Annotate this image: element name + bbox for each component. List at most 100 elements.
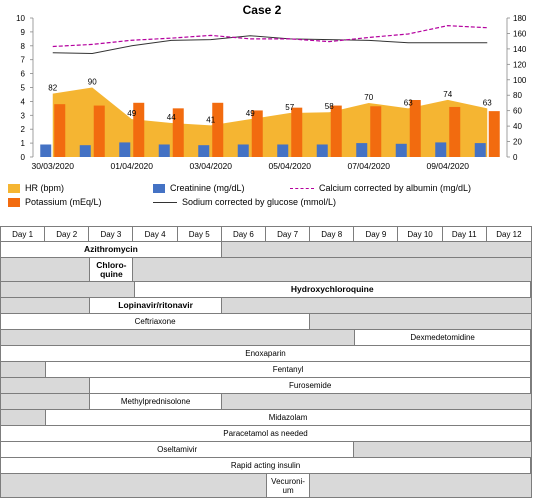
drug-row: Methylprednisolone xyxy=(0,394,532,410)
right-tick-label: 120 xyxy=(513,60,527,69)
legend-swatch xyxy=(153,201,177,203)
creatinine-bar xyxy=(356,143,368,157)
day-header-cell: Day 12 xyxy=(496,229,522,239)
potassium-bar xyxy=(409,100,421,157)
drug-label: Rapid acting insulin xyxy=(230,461,301,470)
right-tick-label: 140 xyxy=(513,45,527,54)
drug-row: Rapid acting insulin xyxy=(0,458,532,474)
potassium-bar xyxy=(212,102,224,157)
day-header-cell: Day 2 xyxy=(45,227,90,241)
left-tick-label: 10 xyxy=(16,14,25,23)
drug-label: Oseltamivir xyxy=(157,445,198,454)
drug-duration-bar: Methylprednisolone xyxy=(89,394,222,409)
sodium-line xyxy=(52,35,488,55)
drug-label: Chloro- quine xyxy=(96,259,127,279)
left-tick-label: 1 xyxy=(21,139,26,148)
left-tick-label: 8 xyxy=(21,42,26,51)
hr-data-label: 57 xyxy=(285,103,294,112)
creatinine-bar xyxy=(158,144,170,157)
creatinine-bar xyxy=(119,142,131,157)
drug-duration-bar: Midazolam xyxy=(45,410,531,425)
hr-data-label: 49 xyxy=(246,109,255,118)
hr-area xyxy=(52,87,488,157)
legend-item: Potassium (mEq/L) xyxy=(8,197,102,207)
hr-data-label: 63 xyxy=(483,98,492,107)
hr-data-label: 74 xyxy=(443,90,452,99)
drug-label: Midazolam xyxy=(268,413,308,422)
drug-duration-bar: Vecuroni- um xyxy=(266,474,311,497)
drug-row: Paracetamol as needed xyxy=(0,426,532,442)
hr-data-label: 90 xyxy=(88,78,97,87)
right-tick-label: 40 xyxy=(513,122,522,131)
x-tick-label: 03/04/2020 xyxy=(189,161,232,171)
legend-item: HR (bpm) xyxy=(8,183,64,193)
creatinine-bar xyxy=(395,143,407,157)
drug-row: Midazolam xyxy=(0,410,532,426)
x-tick-label: 09/04/2020 xyxy=(426,161,469,171)
calcium-line xyxy=(52,25,488,48)
potassium-bar xyxy=(172,108,184,157)
creatinine-bar xyxy=(277,144,289,157)
legend-label: Potassium (mEq/L) xyxy=(25,197,102,207)
drug-row: Hydroxychloroquine xyxy=(0,282,532,298)
drug-duration-bar: Fentanyl xyxy=(45,362,531,377)
day-header-cell: Day 9 xyxy=(354,227,399,241)
potassium-bar xyxy=(133,102,145,157)
hr-data-label: 41 xyxy=(206,115,215,124)
hr-data-label: 58 xyxy=(325,102,334,111)
chart-title: Case 2 xyxy=(243,3,282,17)
legend-label: Creatinine (mg/dL) xyxy=(170,183,245,193)
potassium-bar xyxy=(93,105,105,157)
creatinine-bar xyxy=(79,145,91,157)
hr-data-label: 44 xyxy=(167,113,176,122)
left-tick-label: 9 xyxy=(21,28,26,37)
day-header-cell: Day 3 xyxy=(89,227,134,241)
day-header-cell: Day 10 xyxy=(399,227,443,241)
left-tick-label: 4 xyxy=(21,97,26,106)
drug-label: Methylprednisolone xyxy=(120,397,191,406)
combo-chart: Case 2 012345678910020406080100120140160… xyxy=(16,3,527,171)
day-header-cell: Day 1 xyxy=(1,227,46,241)
hr-data-label: 63 xyxy=(404,98,413,107)
day-header-cell: Day 4 xyxy=(134,227,178,241)
left-tick-label: 7 xyxy=(21,56,26,65)
day-header-cell: Day 11 xyxy=(443,227,487,241)
drug-duration-bar: Rapid acting insulin xyxy=(1,458,531,473)
drug-label: Lopinavir/ritonavir xyxy=(118,300,193,310)
drug-row: Vecuroni- um xyxy=(0,474,532,498)
legend-swatch xyxy=(153,183,165,193)
drug-row: Dexmedetomidine xyxy=(0,330,532,346)
chart-legend: HR (bpm) Creatinine (mg/dL) Calcium correc… xyxy=(0,181,537,211)
right-tick-label: 160 xyxy=(513,29,527,38)
drug-label: Enoxaparin xyxy=(245,349,286,358)
potassium-bar xyxy=(449,106,461,157)
x-tick-label: 05/04/2020 xyxy=(268,161,311,171)
creatinine-bar xyxy=(237,144,249,157)
right-tick-label: 80 xyxy=(513,91,522,100)
drug-label: Dexmedetomidine xyxy=(410,333,475,342)
left-tick-label: 0 xyxy=(21,153,26,162)
drug-row: Fentanyl xyxy=(0,362,532,378)
right-tick-label: 0 xyxy=(513,153,518,162)
drug-label: Fentanyl xyxy=(272,365,304,374)
left-tick-label: 5 xyxy=(21,84,26,93)
drug-duration-bar: Azithromycin xyxy=(1,242,222,257)
day-header-cell: Day 6 xyxy=(222,227,266,241)
day-header-cell: Day 7 xyxy=(266,227,311,241)
drug-row: Azithromycin xyxy=(0,242,532,258)
creatinine-bar xyxy=(474,143,486,157)
creatinine-bar xyxy=(316,144,328,157)
legend-label: Sodium corrected by glucose (mmol/L) xyxy=(182,197,337,207)
right-tick-label: 100 xyxy=(513,76,527,85)
drug-duration-bar: Hydroxychloroquine xyxy=(133,282,531,297)
potassium-bar xyxy=(291,107,303,157)
legend-label: Calcium corrected by albumin (mg/dL) xyxy=(319,183,472,193)
day-header-cell: Day 5 xyxy=(178,227,222,241)
drug-row: Lopinavir/ritonavir xyxy=(0,298,532,314)
drug-row: Enoxaparin xyxy=(0,346,532,362)
drug-duration-bar: Oseltamivir xyxy=(1,442,355,457)
x-tick-label: 30/03/2020 xyxy=(31,161,74,171)
drug-label: Furosemide xyxy=(289,381,332,390)
